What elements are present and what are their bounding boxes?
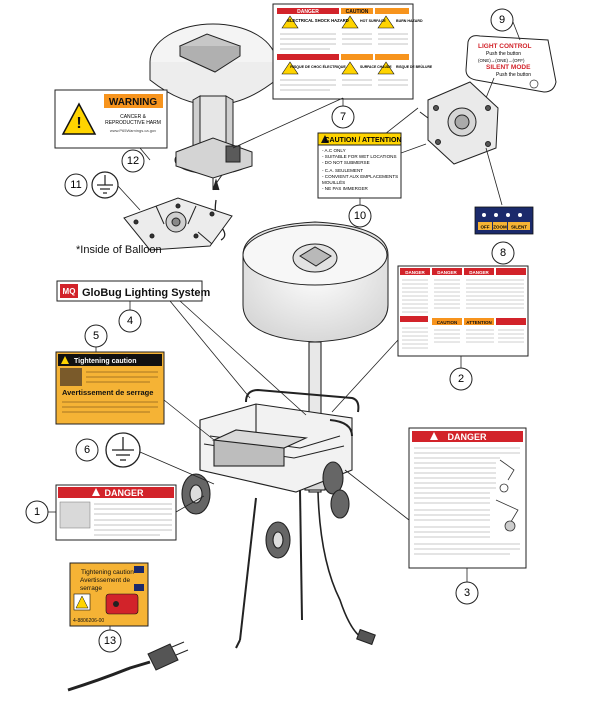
logo-title: GloBug Lighting System	[82, 287, 211, 299]
tightening-caution-label-5: Tightening caution Avertissement de serr…	[55, 351, 215, 441]
svg-text:13: 13	[104, 635, 116, 647]
callout-markers: 1 2 3 4 5 6 7 8 9 10 11 12 13	[25, 8, 515, 653]
danger-label-1: DANGER	[55, 484, 205, 541]
tightening-13-line-2: Avertissement de	[80, 577, 130, 584]
caution-line-5: - CONVIENT AUX EMPLACEMENTS	[322, 174, 398, 179]
cell-burn: BURN HAZARD	[396, 19, 423, 23]
cell-brulure: RISQUE DE BRÛLURE	[396, 64, 433, 69]
tightening-13-line-3: serrage	[80, 585, 102, 592]
callout-9: 9	[490, 8, 514, 32]
callout-4: 4	[118, 309, 142, 333]
leader-lines	[48, 21, 521, 630]
svg-text:4: 4	[127, 315, 133, 327]
callout-5: 5	[84, 324, 108, 348]
svg-text:8: 8	[500, 247, 506, 259]
light-control-line-2: Push the button	[486, 51, 521, 57]
cell-surface-chaude: SURFACE CHAUDE	[360, 65, 392, 69]
ground-symbol-6	[105, 432, 215, 485]
caution-line-2: - SUITABLE FOR WET LOCATIONS	[322, 154, 397, 159]
base-plate	[123, 197, 233, 251]
mast-and-frame	[181, 341, 376, 649]
danger-label-set-2: DANGER DANGER DANGER CAUTION ATTENTION	[331, 265, 529, 413]
danger-header-2c: DANGER	[469, 270, 489, 275]
caution-header-2: CAUTION	[437, 320, 458, 325]
light-control-line-3: (ONE)→(ONE)→(OFF)	[478, 58, 525, 63]
danger-header-2b: DANGER	[437, 270, 457, 275]
danger-header-3: DANGER	[447, 432, 487, 442]
callout-6: 6	[75, 438, 99, 462]
svg-text:10: 10	[354, 210, 366, 222]
warning-line-2: REPRODUCTIVE HARM	[105, 120, 161, 126]
cell-choc: RISQUE DE CHOC ÉLECTRIQUE	[290, 64, 346, 69]
inside-balloon-note: *Inside of Balloon	[76, 244, 162, 256]
warning-footer: www.P65Warnings.ca.gov	[110, 128, 156, 133]
callout-2: 2	[449, 367, 473, 391]
svg-text:6: 6	[84, 444, 90, 456]
electrical-hazard-label-7: DANGER CAUTION ELECTRICAL SHOCK HAZARD H…	[232, 3, 433, 149]
attention-header-2: ATTENTION	[466, 320, 491, 325]
light-control-title: LIGHT CONTROL	[478, 43, 531, 50]
ground-symbol-11	[91, 171, 141, 211]
caution-line-4: - C.A. SEULEMENT	[322, 168, 363, 173]
warning-header: WARNING	[109, 97, 158, 108]
balloon-light	[242, 221, 389, 343]
cell-hot-surface: HOT SURFACE	[360, 19, 386, 23]
silent-mode-title: SILENT MODE	[486, 64, 531, 71]
danger-tag-7a: DANGER	[297, 9, 319, 15]
caution-line-7: - NE PAS IMMERGER	[322, 186, 369, 191]
svg-text:11: 11	[70, 179, 81, 191]
warning-label-12: ! WARNING CANCER & REPRODUCTIVE HARM www…	[54, 89, 168, 161]
logo-label-4: MQ GloBug Lighting System	[56, 280, 307, 416]
svg-text:!: !	[76, 115, 81, 132]
svg-text:9: 9	[499, 14, 505, 26]
tightening-caution-label-13: Tightening caution Avertissement de serr…	[69, 562, 149, 627]
danger-header-2a: DANGER	[405, 270, 425, 275]
caution-tag-7a: CAUTION	[346, 9, 369, 15]
light-control-label-9: LIGHT CONTROL Push the button (ONE)→(ONE…	[465, 35, 557, 99]
caution-line-6: MOUILLÉS	[322, 179, 345, 185]
danger-label-3: DANGER	[344, 427, 527, 582]
switch-zoom: ZOOM	[493, 225, 507, 230]
tightening-title-fr-5: Avertissement de serrage	[62, 388, 153, 397]
switch-silent: SILENT	[511, 225, 527, 230]
switch-label-8: OFF ZOOM SILENT	[474, 206, 534, 235]
callout-3: 3	[455, 581, 479, 605]
warning-line-1: CANCER &	[120, 114, 147, 120]
svg-text:12: 12	[127, 155, 139, 167]
svg-text:5: 5	[93, 330, 99, 342]
svg-text:7: 7	[340, 111, 346, 123]
caution-line-3: - DO NOT SUBMERSE	[322, 160, 370, 165]
caution-line-1: - A.C ONLY	[322, 148, 346, 153]
svg-text:3: 3	[464, 587, 470, 599]
callout-11: 11	[64, 173, 88, 197]
caution-label-10: CAUTION / ATTENTION - A.C ONLY - SUITABL…	[317, 132, 402, 206]
danger-header-1: DANGER	[104, 488, 144, 498]
brand-logo: MQ	[63, 287, 76, 296]
light-head-assembly	[149, 23, 277, 190]
svg-text:2: 2	[458, 373, 464, 385]
callout-13: 13	[98, 629, 122, 653]
switch-off: OFF	[481, 225, 490, 230]
callout-12: 12	[121, 149, 145, 173]
plug-13	[67, 641, 189, 692]
warning-header-bar	[104, 94, 163, 108]
tightening-header-5: Tightening caution	[74, 358, 136, 365]
callout-1: 1	[25, 500, 49, 524]
tightening-13-line-1: Tightening caution	[81, 569, 134, 576]
callout-10: 10	[348, 204, 372, 228]
cell-electrical: ELECTRICAL SHOCK HAZARD	[287, 18, 349, 23]
svg-text:1: 1	[34, 506, 40, 518]
callout-8: 8	[491, 241, 515, 265]
callout-7: 7	[331, 105, 355, 129]
tightening-13-code: 4-8806206-00	[73, 618, 104, 624]
caution-header: CAUTION / ATTENTION	[325, 137, 402, 144]
silent-mode-line-2: Push the button	[496, 72, 531, 78]
